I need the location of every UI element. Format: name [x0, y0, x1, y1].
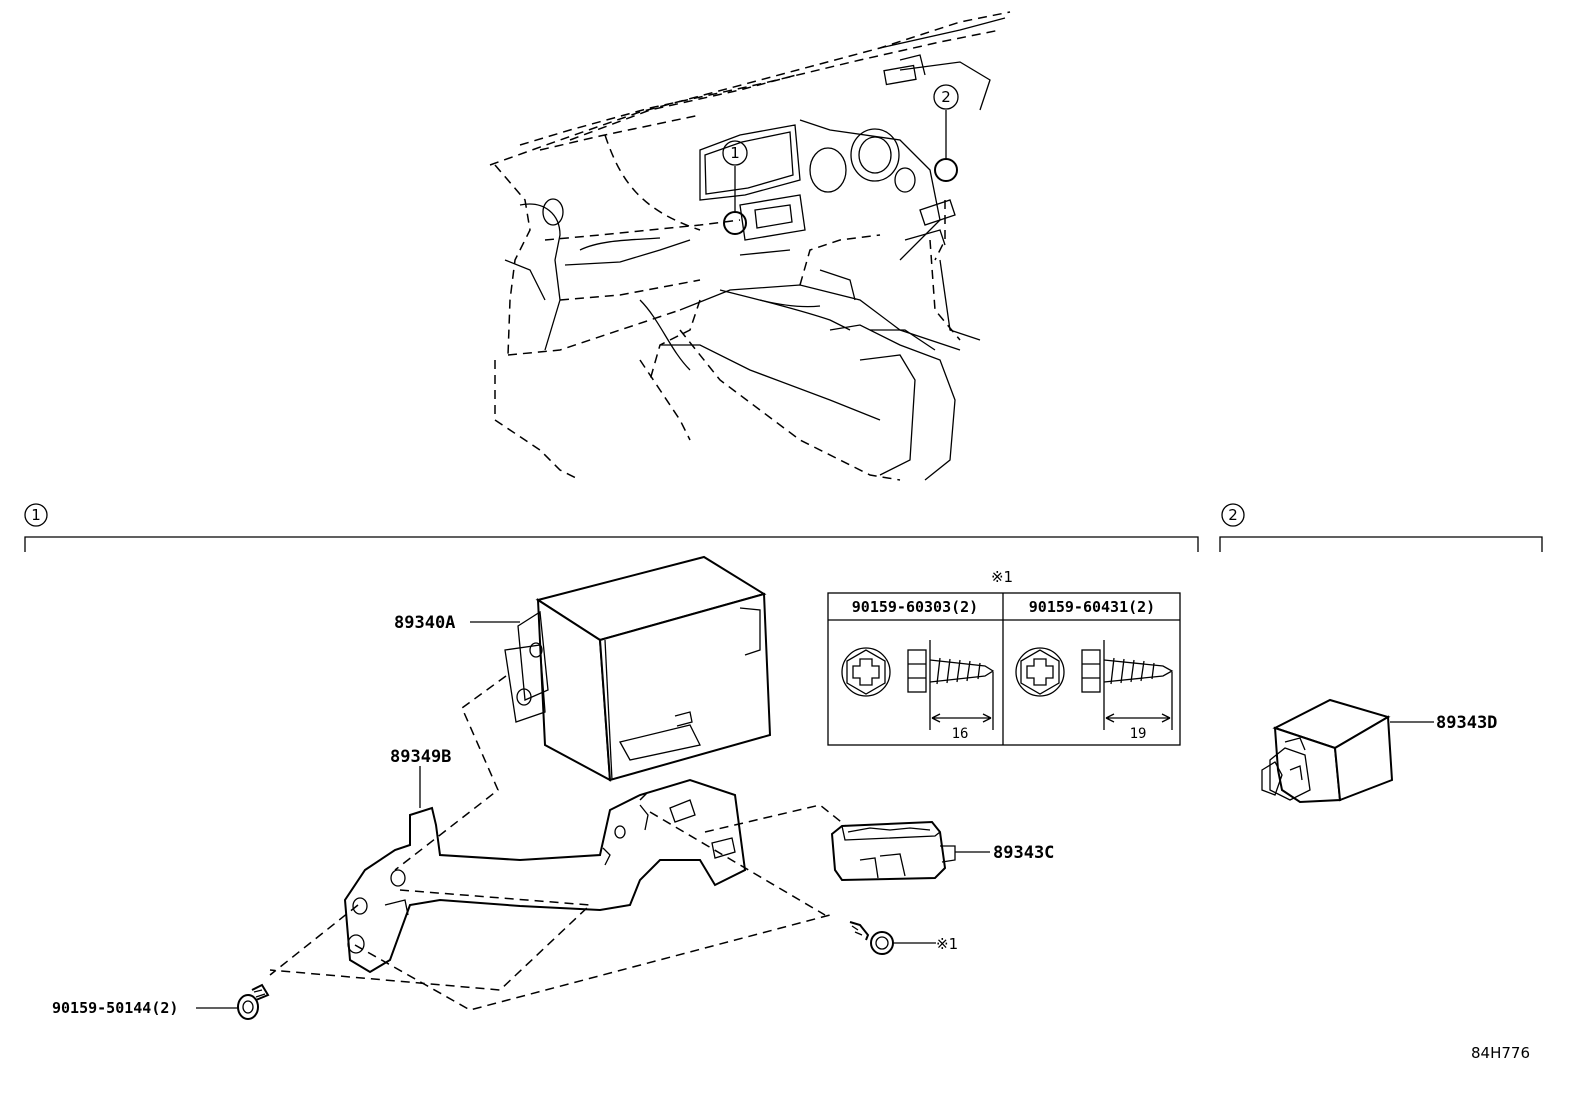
connector-part: 89343C	[830, 820, 1054, 882]
screw-table-mark: ※1	[991, 568, 1013, 586]
screw-table-col1: 90159-60303(2)	[852, 598, 978, 616]
screw-1-length: 16	[952, 726, 969, 742]
label-90159-50144: 90159-50144(2)	[52, 999, 178, 1017]
callout-2-marker	[933, 84, 959, 110]
bottom-screw-part: 90159-50144(2)	[52, 983, 270, 1020]
label-89343D: 89343D	[1436, 713, 1497, 733]
screw-ref-part: ※1	[849, 921, 958, 955]
callout-1-label: 1	[730, 144, 740, 162]
label-89349B: 89349B	[390, 747, 451, 767]
assembly-leaders	[269, 675, 846, 1011]
label-screw-ref: ※1	[936, 935, 958, 953]
ecu-bracket: 89349B	[343, 747, 747, 974]
diagram-code: 84H776	[1471, 1044, 1530, 1062]
section-1-header: 1	[24, 503, 1199, 552]
callout-2-label: 2	[941, 88, 951, 106]
callout-1-marker	[722, 140, 748, 166]
screw-table-col2: 90159-60431(2)	[1029, 598, 1155, 616]
section-2-marker	[1221, 503, 1245, 527]
section-2-label: 2	[1228, 506, 1238, 524]
screw-spec-table: ※1 90159-60303(2) 90159-60431(2) 16	[827, 568, 1181, 746]
section-1-label: 1	[31, 506, 41, 524]
dashboard-overview: 1 2	[489, 11, 1011, 481]
label-89340A: 89340A	[394, 613, 455, 633]
section-2-header: 2	[1219, 503, 1543, 552]
section-1-marker	[24, 503, 48, 527]
label-89343C: 89343C	[993, 843, 1054, 863]
ecu-module: 89340A	[394, 555, 772, 782]
sensor-part: 89343D	[1261, 698, 1497, 804]
screw-2-length: 19	[1130, 726, 1147, 742]
